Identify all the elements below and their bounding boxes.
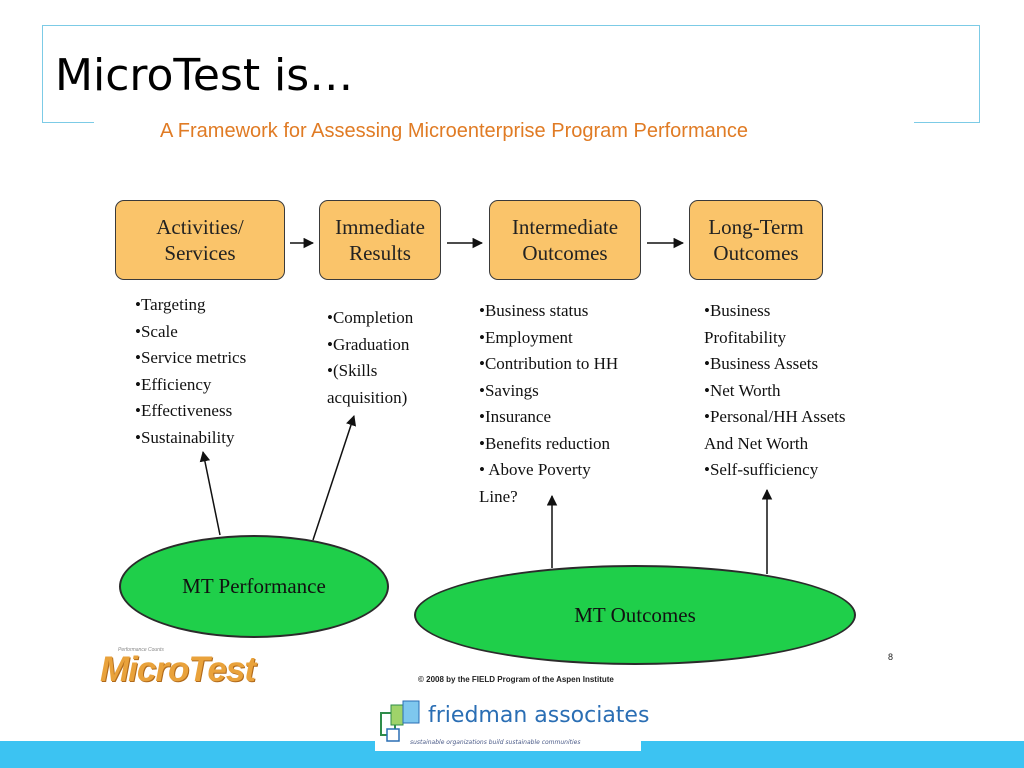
friedman-associates-logo (375, 695, 641, 751)
stage-label-line1: Intermediate (511, 215, 619, 239)
list-item: Savings (479, 378, 618, 405)
list-item: Net Worth (704, 378, 845, 405)
slide-title: MicroTest is… (55, 50, 354, 101)
list-item-continuation: acquisition) (327, 387, 408, 407)
list-item: Personal/HH Assets (704, 404, 846, 431)
list-item-continuation: And Net Worth (704, 433, 809, 453)
list-item: Targeting (135, 292, 246, 319)
friedman-tagline: sustainable organizations build sustaina… (410, 739, 581, 746)
list-item-continuation: Line? (479, 486, 518, 506)
list-item: Business (704, 298, 845, 325)
list-item: Contribution to HH (479, 351, 618, 378)
list-item-continuation: Profitability (704, 327, 787, 347)
copyright-notice: © 2008 by the FIELD Program of the Aspen… (418, 675, 614, 684)
stage-intermediate-outcomes: Intermediate Outcomes (489, 200, 641, 280)
list-item: Business status (479, 298, 618, 325)
list-item: Sustainability (135, 425, 246, 452)
stage-immediate-results: Immediate Results (319, 200, 441, 280)
framework-subtitle: A Framework for Assessing Microenterpris… (160, 120, 748, 142)
stage-long-term-outcomes: Long-Term Outcomes (689, 200, 823, 280)
list-item: Completion (327, 305, 413, 332)
long-term-outcomes-list: Business Profitability Business Assets N… (704, 298, 845, 484)
stage-label-line1: Activities/ (156, 215, 244, 239)
stage-label-line1: Immediate (335, 215, 425, 239)
list-item: Scale (135, 319, 246, 346)
stage-activities-services: Activities/ Services (115, 200, 285, 280)
list-item: Employment (479, 325, 618, 352)
microtest-logo-text: MicroTest (100, 650, 256, 689)
list-item: Business Assets (704, 351, 845, 378)
stage-label-line2: Results (349, 241, 411, 265)
microtest-logo-tagline: Performance Counts (118, 647, 164, 653)
title-frame (42, 25, 980, 122)
ellipse-label: MT Performance (182, 574, 326, 598)
friedman-squares-icon (380, 700, 420, 742)
list-item: Service metrics (135, 345, 246, 372)
list-item: Efficiency (135, 372, 246, 399)
stage-label-line2: Outcomes (522, 241, 608, 265)
stage-label-line2: Outcomes (713, 241, 799, 265)
friedman-name: friedman associates (428, 703, 650, 728)
mt-outcomes-ellipse: MT Outcomes (414, 565, 856, 665)
title-rule-left (42, 122, 94, 123)
list-item: Effectiveness (135, 398, 246, 425)
list-item: Self-sufficiency (704, 457, 845, 484)
activities-list: Targeting Scale Service metrics Efficien… (135, 292, 246, 451)
page-number: 8 (888, 652, 894, 662)
intermediate-outcomes-list: Business status Employment Contribution … (479, 298, 618, 510)
list-item: Benefits reduction (479, 431, 618, 458)
pointer-arrow-activities (199, 450, 221, 536)
stage-label-line2: Services (164, 241, 236, 265)
title-rule-right (914, 122, 980, 123)
list-item: Graduation (327, 332, 413, 359)
stage-label-line1: Long-Term (708, 215, 804, 239)
mt-performance-ellipse: MT Performance (119, 535, 389, 638)
ellipse-label: MT Outcomes (574, 602, 696, 627)
immediate-results-list: Completion Graduation (Skills acquisitio… (327, 305, 413, 411)
pointer-arrow-immediate (312, 415, 357, 541)
list-item: Insurance (479, 404, 618, 431)
list-item: Above Poverty (479, 457, 618, 484)
list-item: (Skills (327, 358, 413, 385)
